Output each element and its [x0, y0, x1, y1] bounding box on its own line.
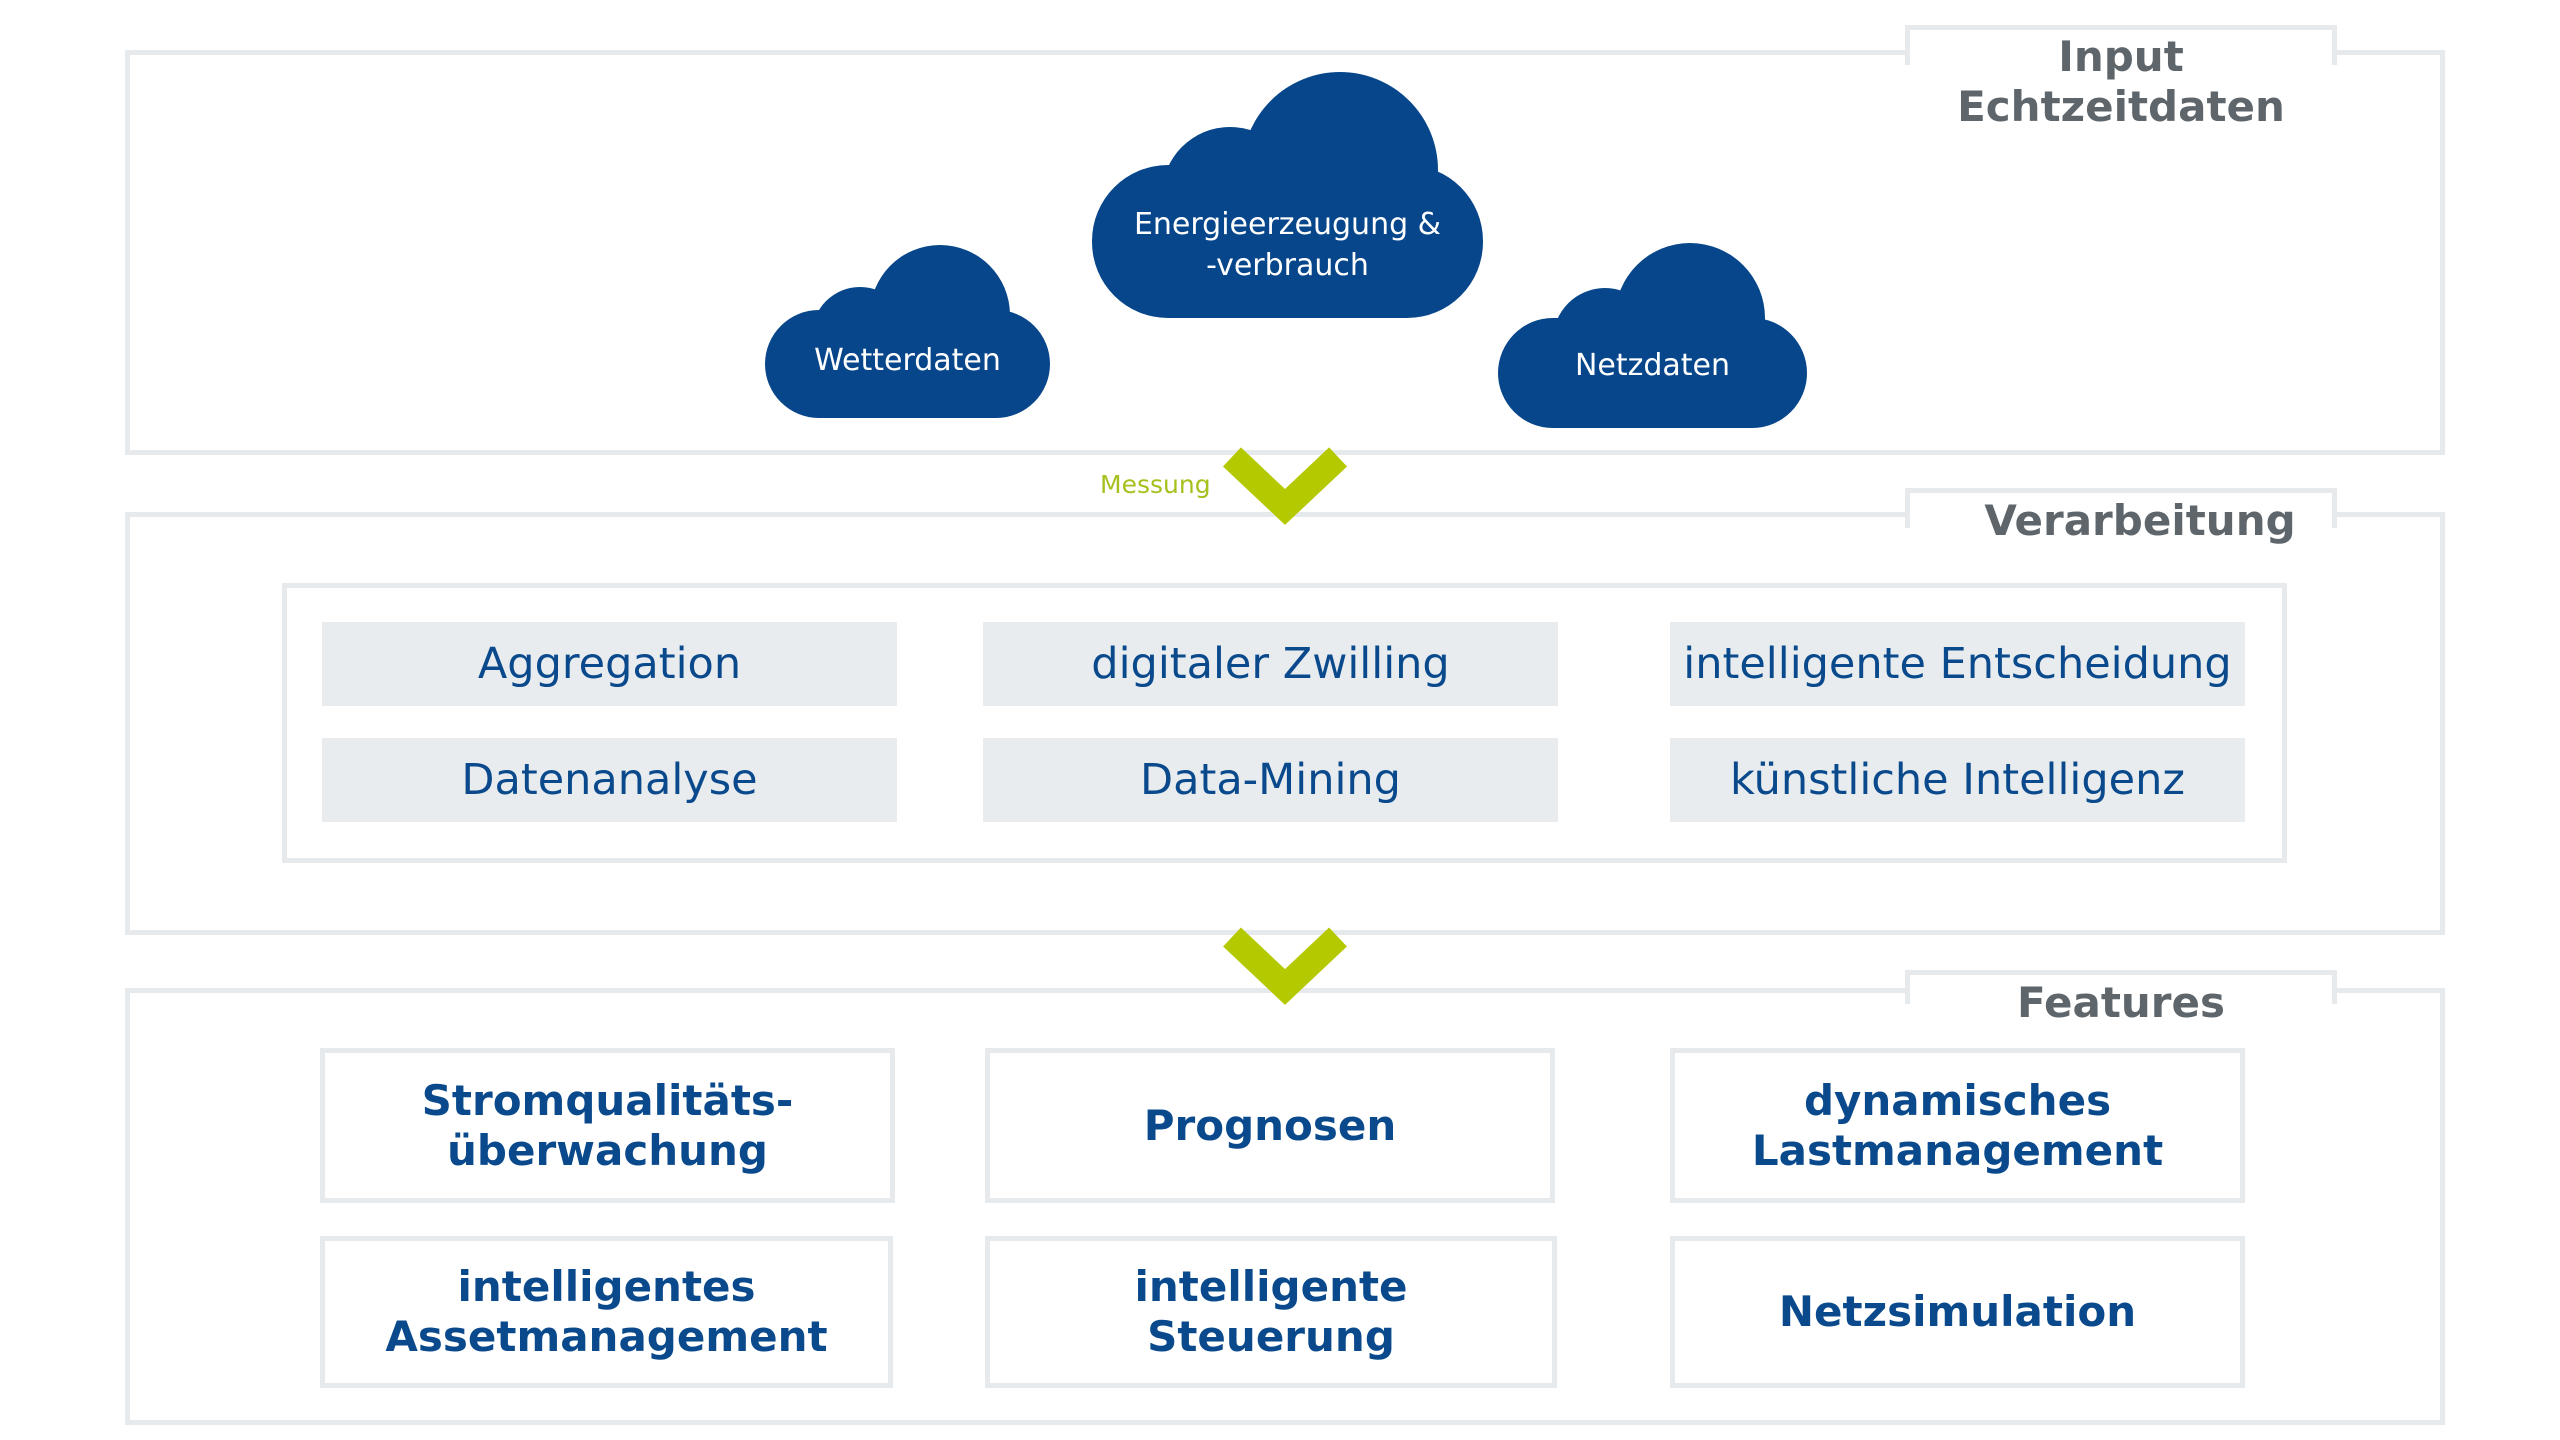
input-section-title: Input Echtzeitdaten	[1957, 32, 2285, 131]
chevron-down-icon-overlay	[1223, 447, 1347, 525]
cloud-grid-label: Netzdaten	[1574, 347, 1731, 383]
proc-data-analysis: Datenanalyse	[322, 738, 897, 822]
cloud-energy-label: Energieerzeugung & -verbrauch	[1133, 207, 1442, 283]
proc-artificial-intelligence: künstliche Intelligenz	[1670, 738, 2245, 822]
proc-data-mining: Data-Mining	[983, 738, 1558, 822]
cloud-grid-data: Netzdaten	[1495, 240, 1810, 430]
feature-grid-simulation: Netzsimulation	[1670, 1236, 2245, 1388]
cloud-weather-data: Wetterdaten	[760, 240, 1055, 420]
chevron-down-icon	[1223, 927, 1347, 1005]
proc-digital-twin: digitaler Zwilling	[983, 622, 1558, 706]
cloud-weather-label: Wetterdaten	[814, 342, 1001, 378]
cloud-icon	[1092, 72, 1483, 318]
feature-forecasts: Prognosen	[985, 1048, 1555, 1203]
processing-section-title: Verarbeitung	[1984, 496, 2296, 545]
cloud-energy: Energieerzeugung & -verbrauch	[1090, 70, 1485, 320]
feature-dynamic-load-management: dynamisches Lastmanagement	[1670, 1048, 2245, 1203]
features-section-title: Features	[2017, 978, 2225, 1027]
cloud-icon	[765, 245, 1050, 418]
proc-aggregation: Aggregation	[322, 622, 897, 706]
feature-power-quality: Stromqualitäts- überwachung	[320, 1048, 895, 1203]
cloud-icon	[1498, 243, 1807, 428]
measurement-label: Messung	[1100, 470, 1211, 499]
feature-intelligent-control: intelligente Steuerung	[985, 1236, 1557, 1388]
proc-intelligent-decision: intelligente Entscheidung	[1670, 622, 2245, 706]
feature-intelligent-asset-management: intelligentes Assetmanagement	[320, 1236, 893, 1388]
